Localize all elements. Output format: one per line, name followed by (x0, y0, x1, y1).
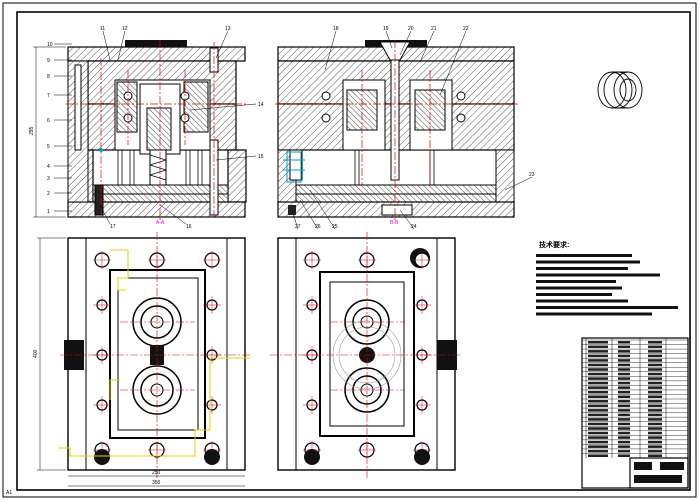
guide-pin (204, 449, 220, 465)
part-label: 1 (47, 209, 50, 215)
part-label: 7 (47, 93, 50, 99)
fixed-half-plan-view (270, 232, 460, 478)
dim-front-height-text: 295 (29, 126, 35, 135)
part-label: 20 (408, 26, 414, 32)
part-label: 19 (383, 26, 389, 32)
part-label: 11 (100, 26, 105, 32)
page-corner-label: A1 (6, 490, 12, 496)
bottom-clamp-plate (67, 201, 246, 218)
part-label: 26 (315, 224, 321, 230)
plan-bolts-middle (303, 251, 431, 465)
tech-requirements-lines (536, 254, 678, 316)
bom-rows (582, 338, 688, 458)
moving-half-plan-view (58, 232, 252, 478)
part-label: 25 (332, 224, 338, 230)
guide-pin (414, 449, 430, 465)
part-label: 12 (122, 26, 128, 32)
inner-border (16, 11, 691, 491)
part-label: 18 (333, 26, 339, 32)
part-label: 4 (47, 164, 50, 170)
title-block (581, 337, 689, 489)
section-mark-b: B-B (390, 220, 399, 226)
part-label: 3 (47, 176, 50, 182)
part-label: 9 (47, 58, 50, 64)
dim-bottom-overall-text: 350 (152, 480, 161, 486)
dimension-front-height (33, 46, 66, 218)
part-label: 16 (186, 224, 192, 230)
part-label: 5 (47, 144, 50, 150)
side-section-view (275, 40, 518, 220)
section-mark-a: A-A (156, 220, 165, 226)
part-label: 17 (110, 224, 116, 230)
guide-pin (94, 449, 110, 465)
part-label: 2 (47, 191, 50, 197)
part-label: 10 (47, 42, 53, 48)
part-label: 6 (47, 118, 50, 124)
part-label: 27 (295, 224, 301, 230)
front-section-view (66, 40, 248, 220)
dim-bottom-width-text: 250 (152, 470, 161, 476)
guide-pin (304, 449, 320, 465)
dim-left-height-text: 400 (33, 349, 39, 358)
part-label: 23 (529, 172, 535, 178)
part-label: 21 (431, 26, 437, 32)
part-label: 22 (463, 26, 469, 32)
part-label: 8 (47, 74, 50, 80)
dimension-plan-left (37, 237, 245, 487)
part-label: 14 (258, 102, 264, 108)
tech-requirements-title: 技术要求: (539, 242, 570, 249)
part-isometric (597, 71, 643, 109)
part-label: 13 (225, 26, 231, 32)
side-leaders: 18 19 20 21 22 23 24 25 26 27 (291, 26, 535, 230)
part-label: 15 (258, 154, 264, 160)
part-label: 24 (411, 224, 417, 230)
